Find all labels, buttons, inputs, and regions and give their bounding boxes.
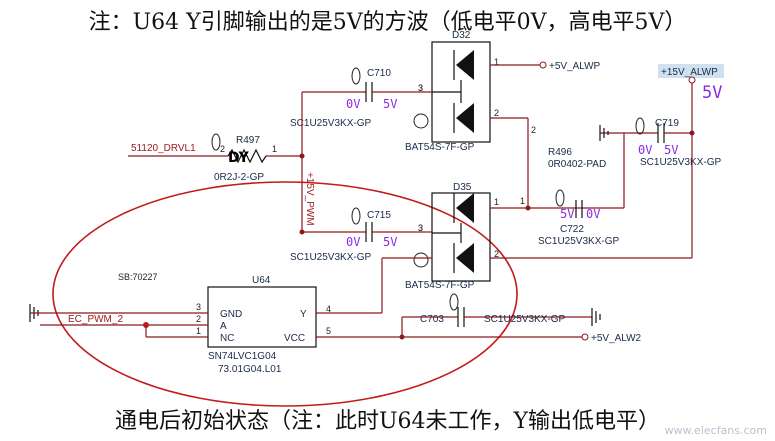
c715-right-volt: 5V: [383, 235, 397, 249]
net-ecpwm: EC_PWM_2: [68, 314, 123, 325]
d35-model: BAT54S-7F-GP: [405, 280, 475, 291]
u64-pn: 73.01G04.L01: [218, 364, 282, 375]
net-pwm15: +15V_PWM: [304, 172, 315, 226]
net-alwp15: +15V_ALWP: [661, 67, 718, 78]
r496-ref: R496: [548, 147, 572, 158]
u64-a: A: [220, 321, 227, 332]
u64-pin4: 4: [326, 304, 331, 314]
r497-model: 0R2J-2-GP: [214, 172, 264, 183]
u64-vcc: VCC: [284, 333, 305, 344]
net-alwp: +5V_ALWP: [549, 61, 601, 72]
u64-nc: NC: [220, 333, 234, 344]
c710-pin: 3: [418, 83, 423, 93]
c722-left-volt: 5V: [560, 207, 574, 221]
r496-pin1: 1: [520, 196, 525, 206]
alwp15-connector: [688, 76, 696, 84]
d32-ref: D32: [452, 30, 471, 41]
c710-right-volt: 5V: [383, 97, 397, 111]
c715-pin: 3: [418, 223, 423, 233]
u64-y: Y: [300, 309, 307, 320]
c703-model: SC1U25V3KX-GP: [484, 314, 565, 325]
d35-pin2: 2: [494, 249, 499, 259]
alwp15-volt: 5V: [702, 83, 722, 103]
c710-ref: C710: [367, 68, 391, 79]
r497-dy: DY: [228, 150, 250, 166]
c719-ref: C719: [655, 118, 679, 129]
c703-marker: [449, 293, 459, 311]
r497-body: [227, 148, 267, 164]
c719-right-volt: 5V: [664, 143, 678, 157]
junction-d35: [525, 205, 531, 211]
d32-pin2: 2: [494, 108, 499, 118]
r497-pin1: 1: [272, 144, 277, 154]
c715-ref: C715: [367, 210, 391, 221]
sb-label: SB:70227: [118, 272, 158, 282]
ground-right-c703: [591, 308, 601, 326]
c710-marker: [351, 67, 361, 85]
r497-ref: R497: [236, 135, 260, 146]
net-drvl: 51120_DRVL1: [131, 143, 196, 154]
c719-left-volt: 0V: [638, 143, 652, 157]
c722-ref: C722: [560, 224, 584, 235]
d32-pin1: 1: [494, 57, 499, 67]
d35-pin3: 3: [418, 223, 423, 233]
c722-right-volt: 0V: [586, 207, 600, 221]
d35-body: [431, 192, 491, 282]
alw2-connector: [581, 333, 589, 341]
u64-body: [207, 286, 317, 348]
c715-left-volt: 0V: [346, 235, 360, 249]
ground-left-c719: [599, 125, 609, 141]
d32-diode-bottom: [453, 103, 474, 133]
u64-ref: U64: [252, 275, 271, 286]
c715-marker: [351, 207, 361, 225]
u64-gnd: GND: [220, 309, 242, 320]
d35-diode-top: [453, 193, 474, 223]
c703-ref: C703: [420, 314, 444, 325]
junction-r497: [299, 153, 305, 159]
junction-c719: [689, 130, 695, 136]
alwp15-highlight: [658, 64, 724, 78]
c719-model: SC1U25V3KX-GP: [640, 157, 721, 168]
r497-marker: [211, 133, 221, 151]
d32-model: BAT54S-7F-GP: [405, 142, 475, 153]
c715-model: SC1U25V3KX-GP: [290, 252, 371, 263]
junction-c715: [299, 229, 305, 235]
net-alw2: +5V_ALW2: [591, 333, 642, 344]
r497-pin2: 2: [220, 144, 225, 154]
top-caption: 注：U64 Y引脚输出的是5V的方波（低电平0V，高电平5V）: [88, 10, 687, 35]
u64-pin1: 1: [196, 326, 201, 336]
c710-model: SC1U25V3KX-GP: [290, 118, 371, 129]
d35-pin1: 1: [494, 197, 499, 207]
junction-c703: [399, 334, 405, 340]
watermark: www.elecfans.com: [664, 424, 767, 437]
r496-model: 0R0402-PAD: [548, 159, 606, 170]
c722-model: SC1U25V3KX-GP: [538, 236, 619, 247]
d32-pin3: 3: [418, 83, 423, 93]
r496-pin2: 2: [531, 125, 536, 135]
u64-pin3: 3: [196, 302, 201, 312]
d35-marker: [413, 252, 429, 268]
c710-left-volt: 0V: [346, 97, 360, 111]
c719-marker: [635, 117, 645, 135]
u64-pin2: 2: [196, 314, 201, 324]
d35-diode-bottom: [453, 243, 474, 273]
u64-model: SN74LVC1G04: [208, 351, 277, 362]
d35-ref: D35: [453, 182, 472, 193]
c722-marker: [555, 189, 565, 207]
d32-diode-top: [453, 50, 474, 80]
bottom-caption: 通电后初始状态（注：此时U64未工作，Y输出低电平）: [114, 409, 661, 434]
u64-pin5: 5: [326, 326, 331, 336]
highlight-ellipse: [52, 181, 518, 407]
d32-marker: [413, 113, 429, 129]
alwp-connector: [539, 61, 547, 69]
